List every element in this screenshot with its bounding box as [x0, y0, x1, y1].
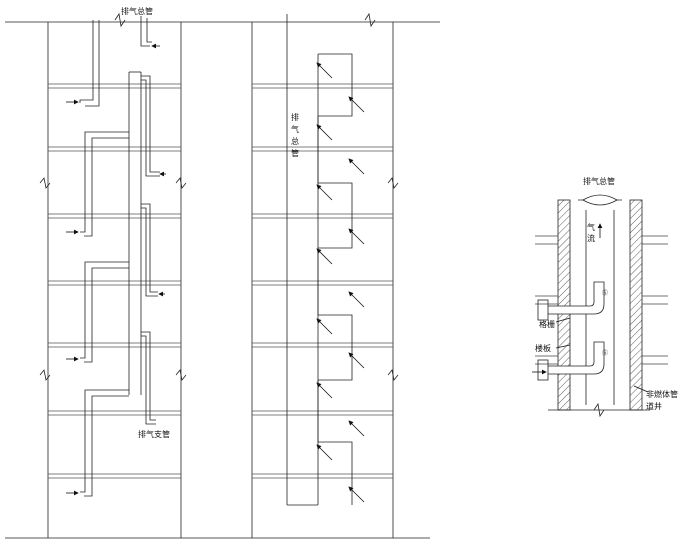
middle-main-pipe-label: 排 气 总 管 — [290, 112, 300, 160]
left-inlet-arrows — [66, 43, 166, 496]
detail-airflow-label: 气 流 — [586, 222, 596, 244]
detail-shaft-drawing: Ⓢ Ⓢ — [535, 194, 668, 418]
middle-section-drawing — [251, 12, 399, 538]
middle-main-pipe-char-2: 气 — [291, 125, 299, 134]
svg-text:Ⓢ: Ⓢ — [602, 349, 608, 357]
detail-arrows — [532, 223, 649, 393]
detail-shaft-label-line2: 道井 — [646, 402, 662, 411]
middle-main-pipe-char-4: 管 — [291, 149, 299, 158]
detail-airflow-char-2: 流 — [587, 234, 595, 243]
left-main-pipe-label: 排气总管 — [121, 7, 153, 16]
left-section-drawing — [5, 12, 440, 539]
left-branch-pipe-label: 排气支管 — [138, 430, 170, 439]
middle-main-pipe-char-3: 总 — [291, 137, 299, 146]
detail-floor-slab-label: 楼板 — [535, 344, 551, 353]
detail-airflow-char-1: 气 — [587, 223, 595, 232]
svg-text:Ⓢ: Ⓢ — [602, 289, 608, 297]
middle-main-pipe-char-1: 排 — [291, 113, 299, 122]
detail-shaft-label-line1: 非燃体管 — [646, 390, 678, 399]
detail-main-pipe-label: 排气总管 — [583, 177, 615, 186]
middle-airflow-arrows — [316, 62, 365, 503]
detail-grille-label: 格栅 — [539, 320, 555, 329]
